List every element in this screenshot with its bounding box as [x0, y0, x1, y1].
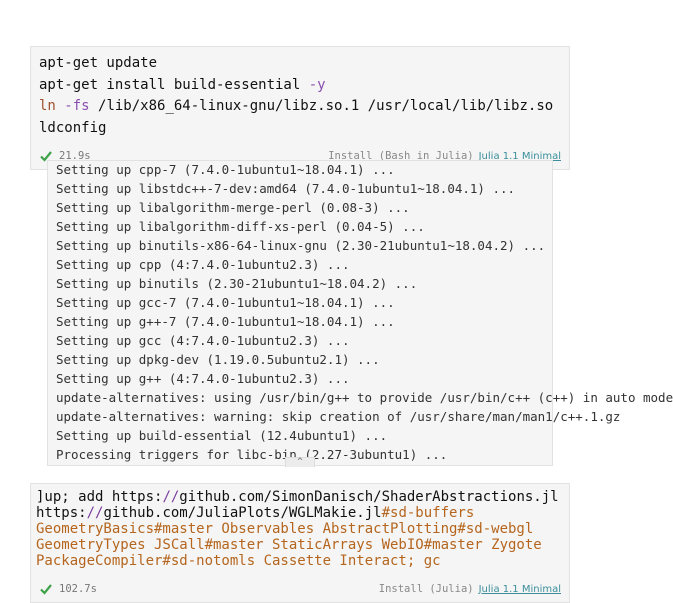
code-token: apt-get install build-essential	[39, 76, 309, 93]
code-token: https:	[36, 505, 87, 521]
code-token: //	[86, 505, 104, 521]
check-icon	[40, 584, 52, 595]
code-line: ]up; add https://github.com/SimonDanisch…	[36, 489, 564, 505]
code-token: -fs	[64, 98, 90, 114]
runtime-label: 21.9s	[59, 150, 91, 162]
output-line: Setting up libalgorithm-diff-xs-perl (0.…	[56, 219, 425, 234]
code-token: ]up; add https:	[36, 489, 163, 505]
output-line: Setting up libalgorithm-merge-perl (0.08…	[56, 200, 410, 215]
code-line: GeometryBasics#master Observables Abstra…	[36, 521, 564, 537]
code-token: github.com/SimonDanisch/ShaderAbstractio…	[179, 489, 559, 505]
environment-badge[interactable]: Julia 1.1 Minimal	[478, 150, 561, 162]
code-line: ln -fs /lib/x86_64-linux-gnu/libz.so.1 /…	[39, 96, 561, 118]
output-line: Setting up gcc (4:7.4.0-1ubuntu2.3) ...	[56, 333, 350, 348]
output-line: Setting up binutils (2.30-21ubuntu1~18.0…	[56, 276, 418, 291]
code-token: github.com/JuliaPlots/WGLMakie.jl	[103, 505, 382, 521]
code-token: /lib/x86_64-linux-gnu/libz.so.1 /usr/loc…	[89, 98, 554, 114]
output-line: Setting up g++-7 (7.4.0-1ubuntu1~18.04.1…	[56, 314, 395, 329]
check-icon	[40, 151, 52, 162]
output-line: Setting up binutils-x86-64-linux-gnu (2.…	[56, 238, 546, 253]
code-line: GeometryTypes JSCall#master StaticArrays…	[36, 537, 564, 553]
cell-output[interactable]: Setting up cpp-7 (7.4.0-1ubuntu1~18.04.1…	[47, 160, 673, 466]
output-line: Setting up gcc-7 (7.4.0-1ubuntu1~18.04.1…	[56, 295, 395, 310]
runner-label: Install (Bash in Julia)	[328, 150, 474, 162]
output-line: Setting up cpp (4:7.4.0-1ubuntu2.3) ...	[56, 257, 350, 272]
code-token: apt-get update	[39, 55, 158, 71]
output-line: update-alternatives: using /usr/bin/g++ …	[56, 390, 673, 405]
output-line: Setting up cpp-7 (7.4.0-1ubuntu1~18.04.1…	[56, 162, 395, 177]
output-line: Processing triggers for libc-bin (2.27-3…	[56, 447, 448, 462]
output-line: Setting up build-essential (12.4ubuntu1)…	[56, 428, 388, 443]
code-cell-julia[interactable]: ]up; add https://github.com/SimonDanisch…	[30, 483, 570, 603]
cell-status-bar: 102.7s Install (Julia) Julia 1.1 Minimal	[39, 581, 561, 597]
output-line: Setting up dpkg-dev (1.19.0.5ubuntu2.1) …	[56, 352, 380, 367]
code-line: apt-get update	[39, 53, 561, 75]
environment-badge[interactable]: Julia 1.1 Minimal	[478, 583, 561, 595]
code-editor[interactable]: apt-get update apt-get install build-esse…	[31, 47, 569, 139]
output-line: Setting up libstdc++-7-dev:amd64 (7.4.0-…	[56, 181, 516, 196]
code-token: -y	[308, 76, 326, 93]
code-line: https://github.com/JuliaPlots/WGLMakie.j…	[36, 505, 564, 521]
runner-label: Install (Julia)	[378, 583, 474, 595]
runtime-label: 102.7s	[59, 583, 97, 595]
code-token: PackageCompiler#sd-notomls Cassette Inte…	[36, 553, 441, 569]
code-line: PackageCompiler#sd-notomls Cassette Inte…	[36, 553, 564, 569]
output-text: Setting up cpp-7 (7.4.0-1ubuntu1~18.04.1…	[56, 160, 673, 464]
code-token: ldconfig	[39, 119, 107, 136]
cell-status-bar: 21.9s Install (Bash in Julia) Julia 1.1 …	[39, 148, 561, 164]
code-token: #sd-buffers	[381, 505, 475, 521]
code-editor[interactable]: ]up; add https://github.com/SimonDanisch…	[31, 484, 569, 569]
output-line: Setting up g++ (4:7.4.0-1ubuntu2.3) ...	[56, 371, 350, 386]
code-token: GeometryTypes JSCall#master StaticArrays…	[36, 537, 542, 553]
code-token: ln	[39, 98, 56, 114]
collapse-output-button[interactable]: ^	[285, 457, 315, 467]
code-line: apt-get install build-essential -y	[39, 75, 561, 97]
code-cell-bash[interactable]: apt-get update apt-get install build-esse…	[30, 46, 570, 170]
code-token: GeometryBasics#master Observables Abstra…	[36, 521, 534, 537]
output-line: update-alternatives: warning: skip creat…	[56, 409, 621, 424]
code-token: //	[162, 489, 180, 505]
code-line: ldconfig	[39, 118, 561, 140]
